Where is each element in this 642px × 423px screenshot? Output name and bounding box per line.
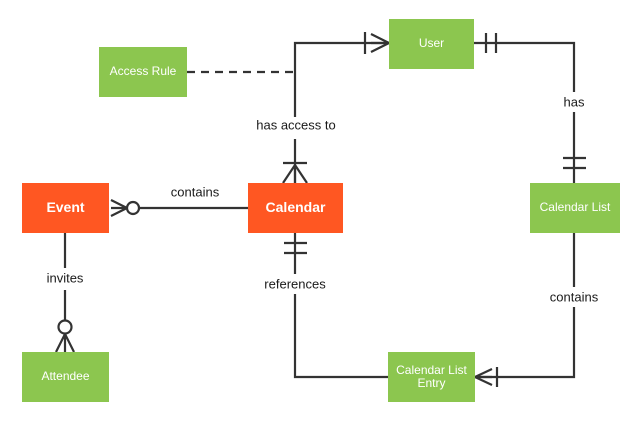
- entity-attendee-label: Attendee: [41, 369, 90, 384]
- marker-crowsfoot-event-right: [110, 199, 128, 217]
- entity-calendar-label: Calendar: [265, 199, 326, 216]
- entity-event-label: Event: [46, 199, 85, 216]
- marker-crowsfoot-user-left: [370, 33, 390, 53]
- marker-crowsfoot-attendee: [55, 333, 75, 353]
- connector-contains-list-entry: [475, 233, 576, 379]
- connector-has: [474, 41, 576, 183]
- relationship-label-invites: invites: [43, 270, 87, 286]
- connector-references: [293, 233, 388, 379]
- entity-event[interactable]: Event: [22, 183, 109, 233]
- marker-crowsfoot-calendar-top: [282, 164, 308, 184]
- entity-calendar[interactable]: Calendar: [248, 183, 343, 233]
- entity-attendee[interactable]: Attendee: [22, 352, 109, 402]
- relationship-label-has-access-to: has access to: [253, 117, 339, 133]
- entity-access-rule-label: Access Rule: [109, 64, 177, 79]
- entity-user[interactable]: User: [389, 19, 474, 69]
- relationship-label-contains-list-entry: contains: [546, 289, 602, 305]
- marker-crowsfoot-clentry-right: [474, 368, 493, 386]
- relationship-label-has: has: [560, 94, 588, 110]
- marker-zero-circle-event-right: [125, 200, 141, 216]
- entity-access-rule[interactable]: Access Rule: [99, 47, 187, 97]
- entity-user-label: User: [418, 36, 445, 51]
- connector-has-access-to: [293, 41, 389, 183]
- entity-calendar-list[interactable]: Calendar List: [530, 183, 620, 233]
- relationship-label-references: references: [261, 276, 329, 292]
- entity-calendar-list-entry[interactable]: Calendar List Entry: [388, 352, 475, 402]
- relationship-label-contains-event-calendar: contains: [167, 184, 223, 200]
- entity-calendar-list-entry-label: Calendar List Entry: [396, 362, 467, 390]
- marker-zero-circle-attendee: [57, 319, 73, 335]
- entity-calendar-list-label: Calendar List: [539, 200, 611, 215]
